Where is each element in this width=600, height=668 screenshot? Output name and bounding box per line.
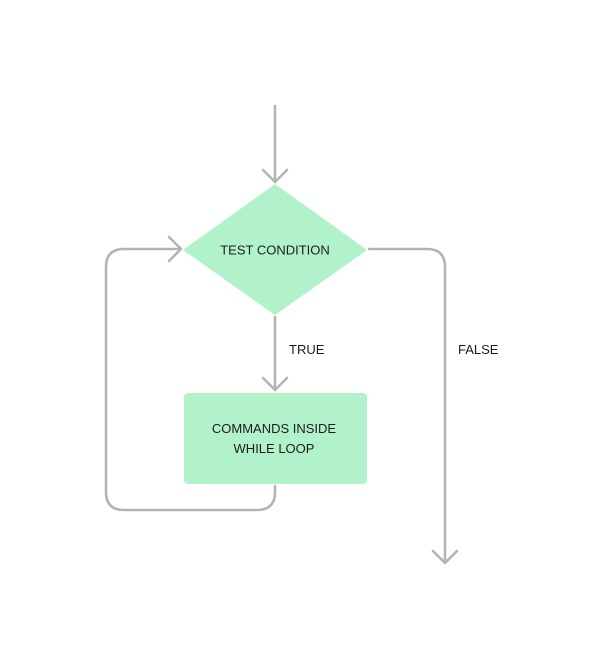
false-label: FALSE — [458, 342, 499, 357]
decision-label: TEST CONDITION — [220, 243, 330, 258]
entry-arrow — [261, 104, 289, 184]
process-label-line-1: COMMANDS INSIDE — [212, 421, 337, 436]
false-branch-arrow — [367, 247, 459, 565]
process-box — [184, 393, 367, 484]
true-branch-arrow — [261, 315, 289, 392]
true-label: TRUE — [289, 342, 325, 357]
process-label-line-2: WHILE LOOP — [234, 441, 315, 456]
decision-diamond — [183, 184, 367, 315]
loop-back-arrow — [104, 235, 277, 512]
